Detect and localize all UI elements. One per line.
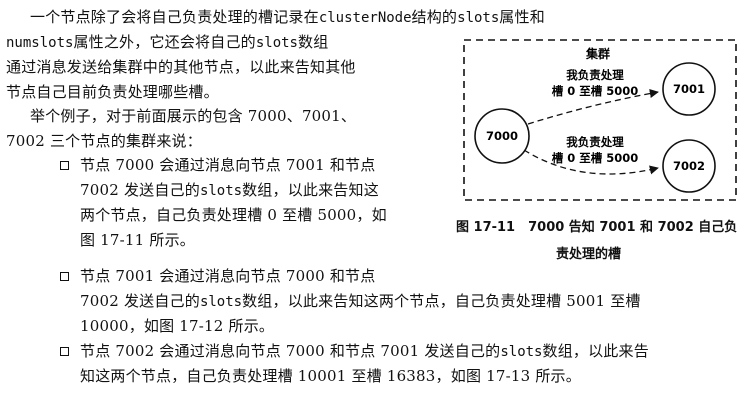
text: 数组，以此来告知这两个节点，自己负责处理槽 5001 至槽 (242, 292, 641, 310)
code-slots: slots (199, 294, 243, 310)
text: 属性之外，它还会将自己的 (73, 33, 256, 51)
bullet-3-line-1: 节点 7002 会通过消息向节点 7000 和节点 7001 发送自己的slot… (80, 341, 649, 362)
node-7001-label: 7001 (673, 82, 705, 96)
code-slots: slots (457, 10, 500, 26)
bullet-1-line-3: 两个节点，自己负责处理槽 0 至槽 5000，如 (80, 206, 387, 224)
bullet-3-line-2: 知这两个节点，自己负责处理槽 10001 至槽 16383，如图 17-13 所… (80, 367, 581, 385)
checkbox-bullet-icon (60, 272, 69, 281)
node-7002-label: 7002 (673, 159, 705, 173)
cluster-boundary (463, 39, 737, 201)
text: 7002 发送自己的 (80, 181, 200, 199)
node-7000-label: 7000 (486, 129, 518, 143)
bullet-1-line-1: 节点 7000 会通过消息向节点 7001 和节点 (80, 156, 376, 174)
paragraph-1-line-3: 通过消息发送给集群中的其他节点，以此来告知其他 (6, 58, 356, 76)
text: 数组，以此来告知这 (242, 181, 379, 199)
code-slots: slots (255, 35, 298, 51)
checkbox-bullet-icon (60, 347, 69, 356)
figure-caption-line-2: 责处理的槽 (556, 247, 622, 262)
text: 7002 发送自己的 (80, 292, 200, 310)
text: 节点 7002 会通过消息向节点 7000 和节点 7001 发送自己的 (80, 342, 501, 360)
figure-caption-line-1: 图 17-11 7000 告知 7001 和 7002 自己负 (456, 220, 738, 235)
paragraph-1-line-2: numslots属性之外，它还会将自己的slots数组 (6, 32, 328, 53)
paragraph-2-line-2: 7002 三个节点的集群来说： (6, 132, 202, 150)
node-7002 (662, 139, 716, 193)
bullet-2-line-1: 节点 7001 会通过消息向节点 7000 和节点 (80, 267, 376, 285)
node-7000 (474, 108, 530, 164)
bullet-2-line-3: 10000，如图 17-12 所示。 (80, 317, 275, 335)
text: 结构的 (411, 8, 458, 26)
code-numslots: numslots (6, 35, 74, 51)
label-top-line-1: 我负责处理 (566, 68, 624, 82)
cluster-title: 集群 (585, 46, 610, 61)
code-clusternode: clusterNode (318, 10, 412, 26)
text: 一个节点除了会将自己负责处理的槽记录在 (30, 8, 319, 26)
checkbox-bullet-icon (60, 161, 69, 170)
label-bottom-line-1: 我负责处理 (566, 135, 624, 149)
text: 数组，以此来告 (542, 342, 649, 360)
bullet-1-line-2: 7002 发送自己的slots数组，以此来告知这 (80, 180, 379, 201)
bullet-1-line-4: 图 17-11 所示。 (80, 231, 195, 249)
code-slots: slots (500, 344, 543, 360)
node-7001 (662, 62, 716, 116)
bullet-2-line-2: 7002 发送自己的slots数组，以此来告知这两个节点，自己负责处理槽 500… (80, 291, 641, 312)
text: 数组 (298, 33, 329, 51)
code-slots: slots (199, 183, 243, 199)
label-top-line-2: 槽 0 至槽 5000 (552, 84, 639, 98)
paragraph-1-line-1: 一个节点除了会将自己负责处理的槽记录在clusterNode结构的slots属性… (30, 7, 545, 28)
cluster-diagram: 集群 我负责处理 槽 0 至槽 5000 我负责处理 槽 0 至槽 5000 7… (463, 39, 737, 201)
arrow-to-7001 (527, 88, 659, 125)
label-bottom-line-2: 槽 0 至槽 5000 (552, 151, 639, 165)
paragraph-1-line-4: 节点自己目前负责处理哪些槽。 (6, 83, 219, 101)
arrow-to-7002 (523, 149, 659, 175)
text: 属性和 (499, 8, 545, 26)
paragraph-2-line-1: 举个例子，对于前面展示的包含 7000、7001、 (30, 107, 357, 125)
